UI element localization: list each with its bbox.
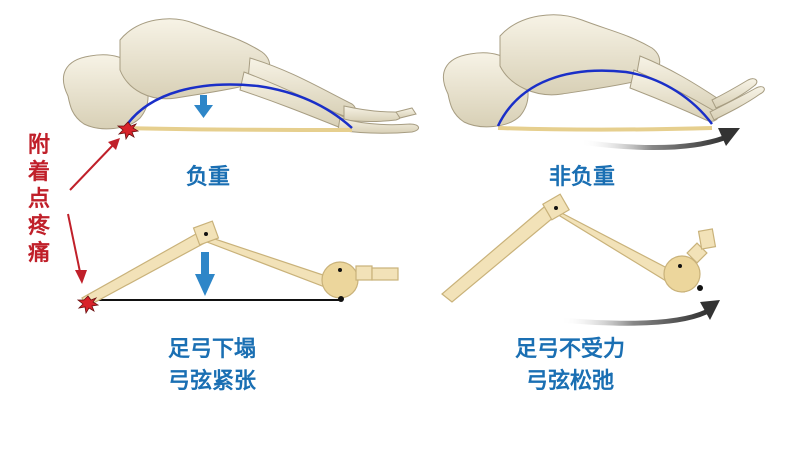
pain-annotation: 附 着 点 疼 痛 xyxy=(25,132,53,267)
left-arch-line xyxy=(124,83,353,129)
left-truss-model xyxy=(76,220,399,315)
right-top-relax-arrow xyxy=(577,128,740,151)
left-heel-pain-mark xyxy=(116,121,140,141)
left-bottom-label-line2: 弓弦紧张 xyxy=(167,369,256,394)
pain-pointer-arrows xyxy=(67,138,120,284)
right-bottom-label-line1: 足弓不受力 xyxy=(514,337,625,362)
left-truss-wheel xyxy=(321,261,359,299)
left-truss-load-arrow xyxy=(195,252,215,296)
pain-char: 痛 xyxy=(27,241,50,266)
left-foot-skeleton xyxy=(62,18,419,134)
right-truss-rear-plank xyxy=(441,201,561,303)
right-truss-model xyxy=(441,193,717,303)
pain-char: 点 xyxy=(27,187,50,212)
right-truss-relax-arrow xyxy=(557,300,720,326)
right-truss-wheel xyxy=(663,255,701,293)
right-arch-line xyxy=(496,69,713,127)
right-top-label: 非负重 xyxy=(548,165,615,190)
right-foot-skeleton xyxy=(442,14,765,128)
left-plantar-fascia xyxy=(121,126,353,132)
right-bottom-label-line2: 弓弦松弛 xyxy=(525,369,614,394)
left-truss-rear-plank xyxy=(81,229,211,307)
pain-char: 着 xyxy=(27,160,50,185)
pain-char: 附 xyxy=(27,133,50,158)
left-bottom-label-line1: 足弓下塌 xyxy=(167,337,256,362)
pain-char: 疼 xyxy=(27,214,50,239)
right-plantar-fascia xyxy=(497,126,713,132)
left-load-arrow xyxy=(194,95,213,118)
left-truss-pain-mark xyxy=(76,295,100,315)
left-top-label: 负重 xyxy=(185,165,230,190)
